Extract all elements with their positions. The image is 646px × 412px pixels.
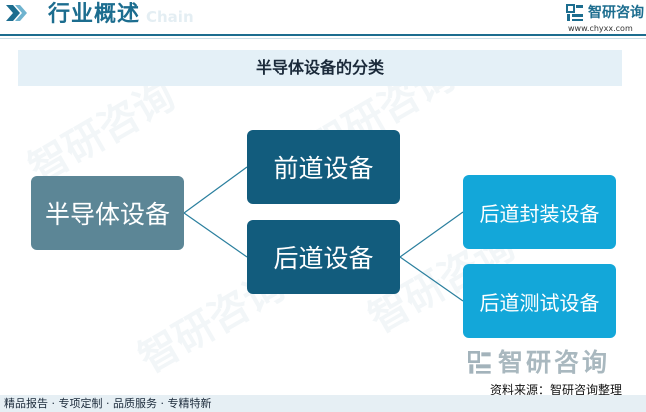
connector-back-test xyxy=(399,256,464,302)
section-title: 行业概述 xyxy=(48,2,141,27)
brand-watermark-text: 智研咨询 xyxy=(498,348,611,377)
connector-root-front xyxy=(183,166,248,214)
brand-logo-icon xyxy=(566,4,583,21)
connector-back-pack xyxy=(399,211,464,258)
diagram-title-bar: 半导体设备的分类 xyxy=(18,50,622,86)
node-packaging-equipment: 后道封装设备 xyxy=(463,175,616,249)
header-divider-thin xyxy=(0,38,646,39)
node-testing-equipment: 后道测试设备 xyxy=(463,264,616,338)
connector-root-back xyxy=(183,212,248,258)
chevron-icon xyxy=(6,5,27,21)
diagram-title: 半导体设备的分类 xyxy=(255,58,384,77)
node-root: 半导体设备 xyxy=(31,176,184,250)
source-note: 资料来源：智研咨询整理 xyxy=(490,383,623,397)
footer-slogan: 精品报告 · 专项定制 · 品质服务 · 专精特新 xyxy=(4,397,212,410)
footer-bar xyxy=(0,395,646,412)
brand-name: 智研咨询 xyxy=(588,5,644,21)
node-back-end-equipment: 后道设备 xyxy=(247,220,400,294)
node-front-end-equipment: 前道设备 xyxy=(247,130,400,204)
brand-logo-icon xyxy=(468,351,491,374)
section-title-en: Chain xyxy=(146,8,194,26)
brand-url: www.chyxx.com xyxy=(568,24,633,33)
header-divider xyxy=(0,34,646,36)
